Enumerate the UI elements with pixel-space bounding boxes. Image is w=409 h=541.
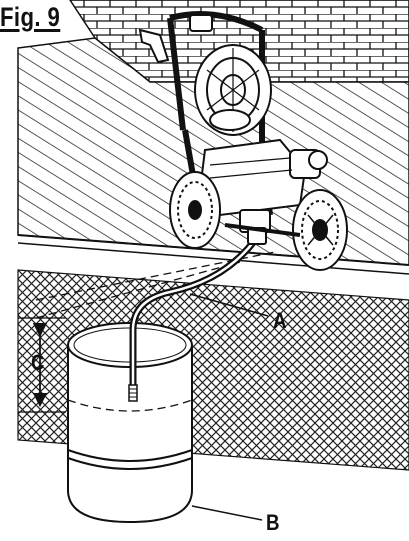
leader-lines (189, 293, 269, 521)
callout-label-a: A (273, 308, 287, 333)
callout-label-c: C (31, 350, 45, 375)
callout-label-b: B (266, 510, 280, 535)
inlet-hose (128, 237, 258, 402)
pressure-washer (138, 11, 348, 271)
dashed-reference-lines (18, 251, 276, 413)
figure-title: Fig. 9 (0, 2, 61, 32)
